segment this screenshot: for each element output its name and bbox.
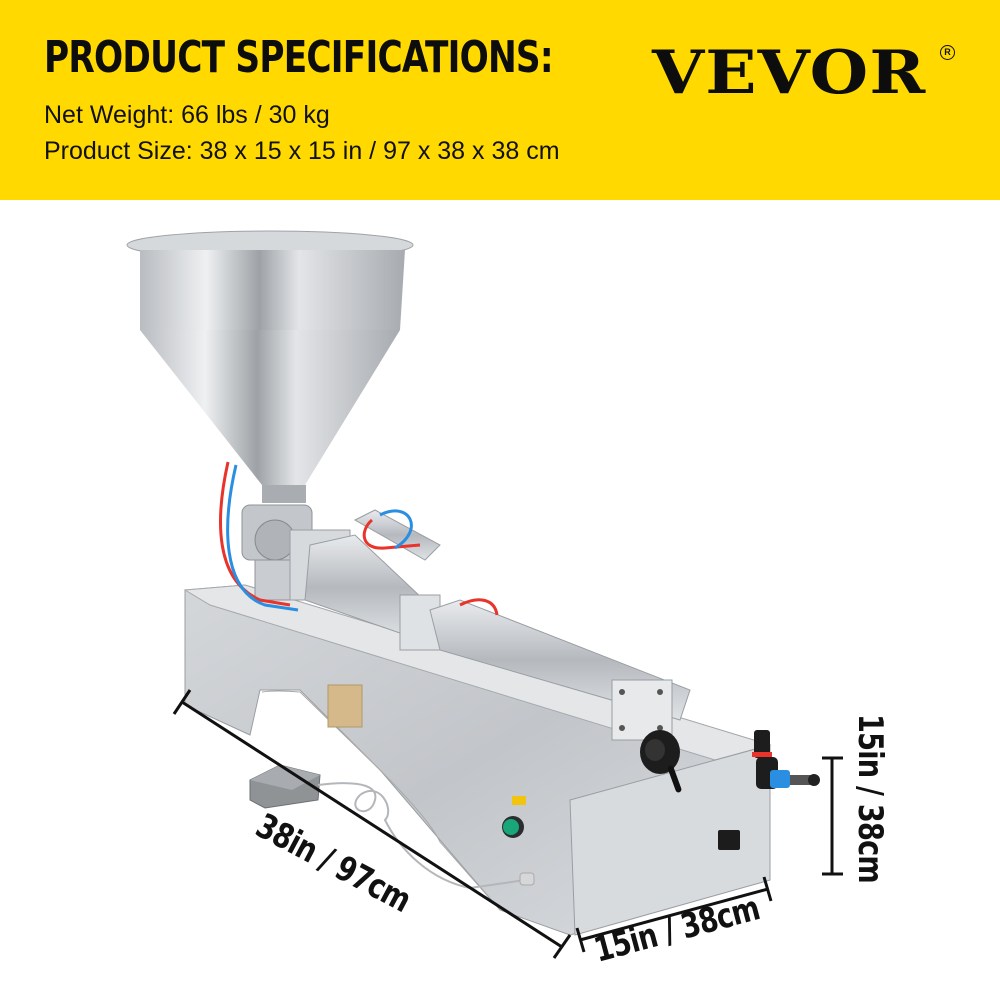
dimension-lines: [172, 689, 843, 959]
power-socket-icon: [718, 830, 740, 850]
product-illustration: [126, 230, 843, 959]
handwheel-icon: [640, 730, 682, 793]
foot-pedal: [249, 764, 535, 890]
height-dimension-label: 15in / 38cm: [850, 714, 890, 883]
spec-banner: PRODUCT SPECIFICATIONS: Net Weight: 66 l…: [0, 0, 1000, 200]
hopper: [126, 230, 414, 503]
page-title: PRODUCT SPECIFICATIONS:: [44, 32, 554, 83]
air-cylinder: [429, 599, 691, 741]
registered-mark-icon: R: [940, 45, 955, 60]
air-regulator: [752, 730, 820, 789]
air-hoses: [219, 461, 499, 616]
product-size-text: Product Size: 38 x 15 x 15 in / 97 x 38 …: [44, 137, 560, 165]
brand-logo: VEVOR: [652, 38, 927, 108]
machine-base: [183, 584, 772, 936]
nameplate: [327, 684, 363, 728]
warning-label: [512, 796, 526, 805]
net-weight-text: Net Weight: 66 lbs / 30 kg: [44, 101, 330, 129]
